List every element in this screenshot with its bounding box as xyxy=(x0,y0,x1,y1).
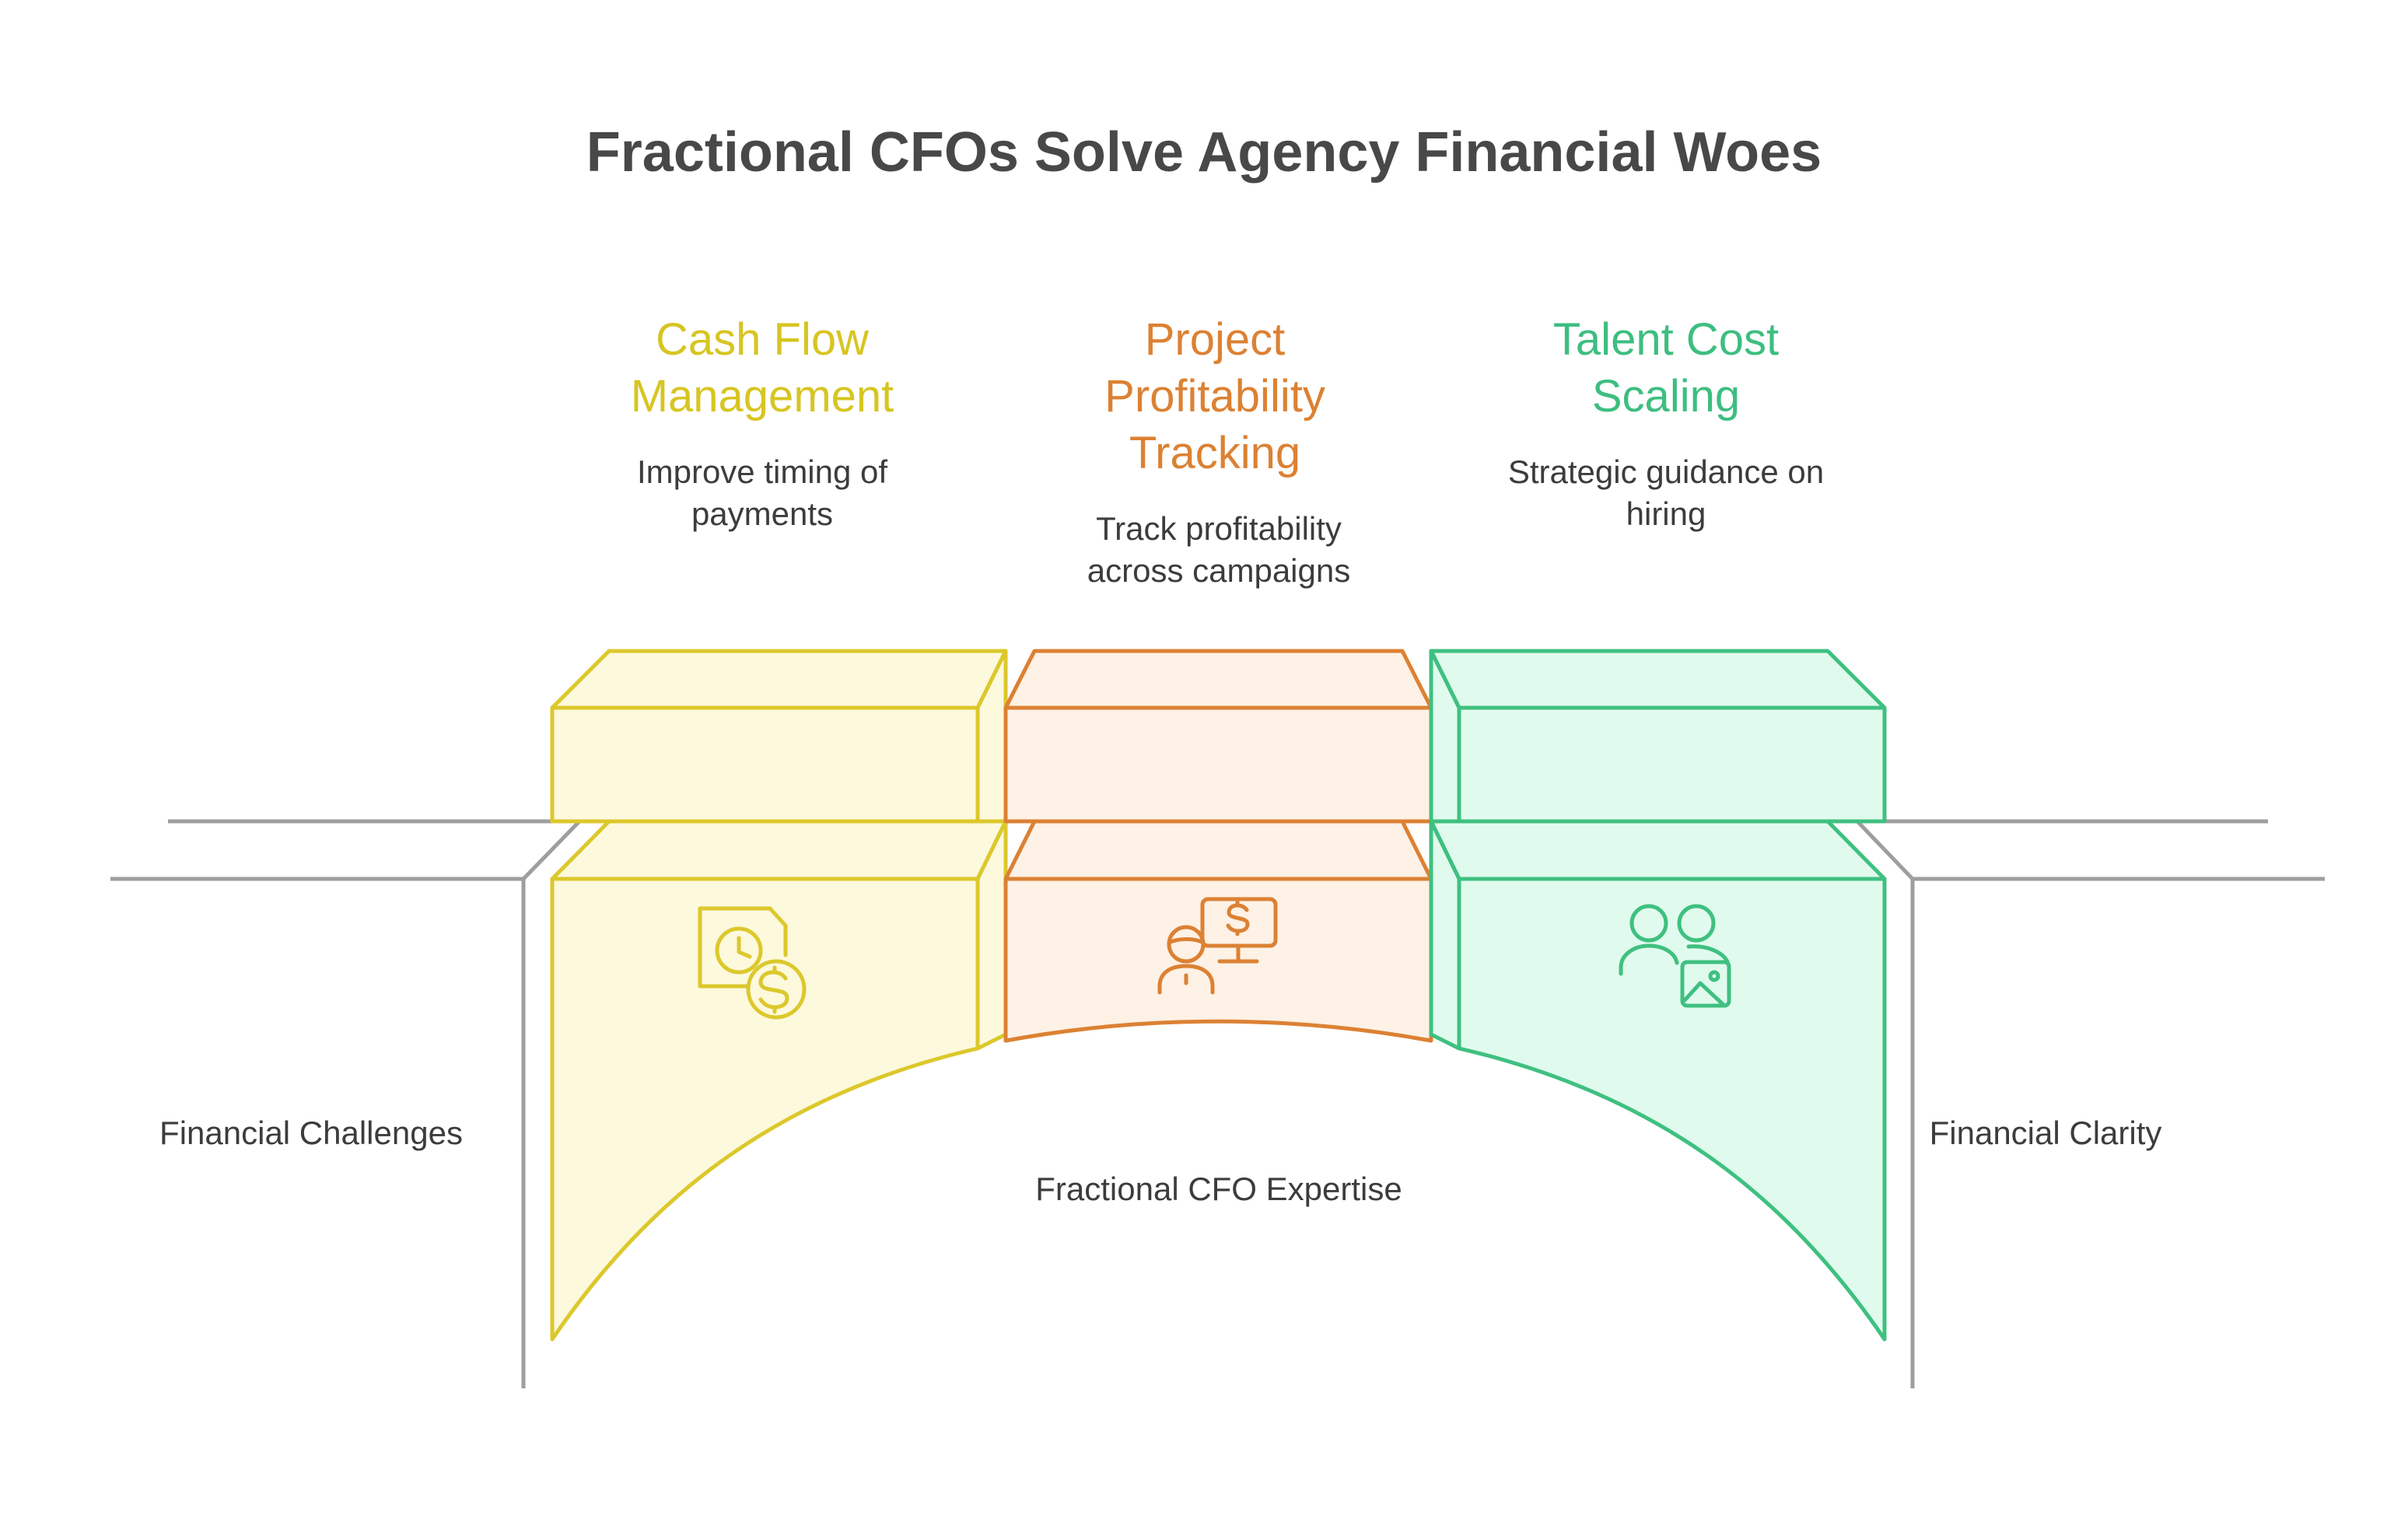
talent-description: Strategic guidance on hiring xyxy=(1472,451,1860,535)
talent-arch-front xyxy=(1457,877,1887,1342)
profitability-heading-line1: Project xyxy=(1144,314,1286,365)
profitability-description-line2: across campaigns xyxy=(1087,552,1351,589)
pillar-talent-cost xyxy=(1429,649,1887,1342)
profitability-description: Track profitability across campaigns xyxy=(1024,508,1413,592)
cash-flow-description-line2: payments xyxy=(691,495,834,532)
cash-flow-block-top xyxy=(550,649,1008,710)
center-label: Fractional CFO Expertise xyxy=(1035,1171,1402,1207)
document-clock-dollar-icon xyxy=(698,906,807,1020)
profitability-heading-line3: Tracking xyxy=(1129,428,1301,478)
person-monitor-dollar-icon xyxy=(1157,897,1278,995)
talent-block-front xyxy=(1457,705,1887,824)
cash-flow-arch-top xyxy=(550,819,1008,881)
talent-description-line1: Strategic guidance on xyxy=(1507,453,1825,490)
right-cliff-edge xyxy=(1856,820,2325,881)
profitability-heading: Project Profitability Tracking xyxy=(1059,311,1370,481)
profitability-block-front xyxy=(1003,705,1433,824)
diagram-title: Fractional CFOs Solve Agency Financial W… xyxy=(586,121,1822,184)
talent-heading-line1: Talent Cost xyxy=(1552,314,1780,365)
talent-heading-line2: Scaling xyxy=(1591,371,1741,422)
left-label: Financial Challenges xyxy=(159,1115,463,1151)
left-cliff-edge xyxy=(110,820,581,881)
cash-flow-heading-line1: Cash Flow xyxy=(656,314,869,365)
cash-flow-heading-line2: Management xyxy=(630,371,894,422)
pillar-cash-flow xyxy=(550,649,1008,1342)
profitability-heading-line2: Profitability xyxy=(1104,371,1325,422)
profitability-block-top xyxy=(1003,649,1433,710)
profitability-description-line1: Track profitability xyxy=(1096,510,1342,547)
talent-heading: Talent Cost Scaling xyxy=(1510,311,1822,425)
talent-description-line2: hiring xyxy=(1626,495,1706,532)
profitability-arch-top xyxy=(1003,819,1433,881)
pillar-project-profitability xyxy=(1003,649,1433,1043)
users-image-icon xyxy=(1619,904,1731,1008)
cash-flow-heading: Cash Flow Management xyxy=(607,311,918,425)
cash-flow-block-front xyxy=(550,705,980,824)
talent-block-top xyxy=(1429,649,1887,710)
cash-flow-description-line1: Improve timing of xyxy=(636,453,888,490)
right-label: Financial Clarity xyxy=(1929,1115,2162,1151)
cash-flow-arch-front xyxy=(550,877,980,1342)
cash-flow-description: Improve timing of payments xyxy=(568,451,957,535)
talent-arch-top xyxy=(1429,819,1887,881)
